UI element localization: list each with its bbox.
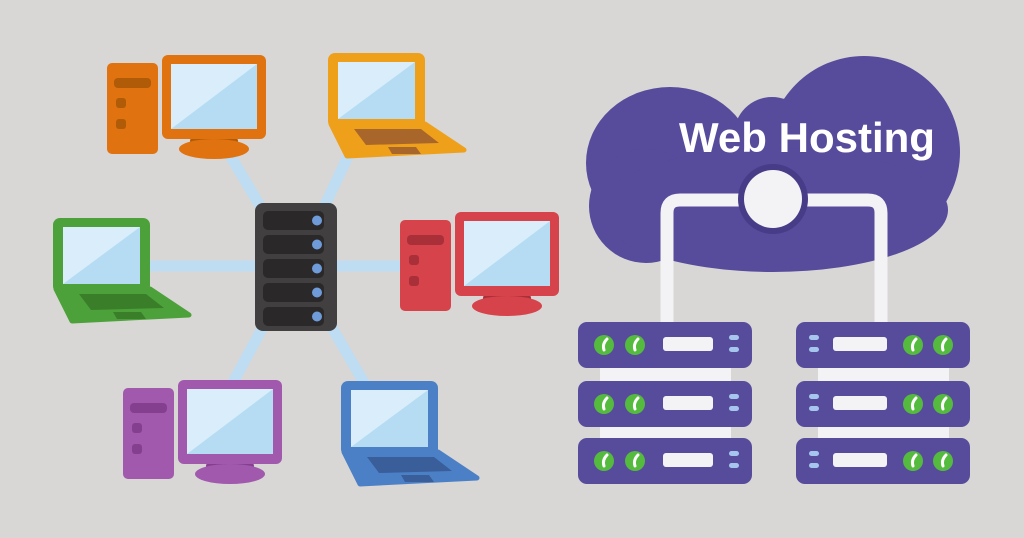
- server-rack-left: [578, 322, 752, 484]
- rack-server-bays: [263, 211, 324, 326]
- server-unit: [796, 381, 970, 427]
- bay-led: [312, 215, 322, 226]
- laptop-blue: [341, 381, 477, 484]
- web-hosting-diagram: Web Hosting: [578, 56, 970, 484]
- server-bay: [263, 235, 324, 254]
- rack-spacer: [600, 427, 731, 439]
- bay-led: [312, 287, 322, 298]
- bay-led: [312, 311, 322, 322]
- rack-spacer: [600, 368, 731, 381]
- cloud-title: Web Hosting: [679, 114, 935, 161]
- server-unit: [578, 438, 752, 484]
- server-unit: [796, 322, 970, 368]
- server-rack-right: [796, 322, 970, 484]
- desktop-pc-orange: [107, 55, 266, 159]
- bay-led: [312, 239, 322, 250]
- server-bay: [263, 259, 324, 278]
- server-unit: [578, 381, 752, 427]
- server-bay: [263, 307, 324, 326]
- central-rack-server: [255, 203, 337, 331]
- rack-spacer: [818, 368, 949, 381]
- connector-node: [744, 170, 802, 228]
- rack-spacer: [818, 427, 949, 439]
- server-unit: [796, 438, 970, 484]
- network-diagram: [53, 53, 559, 484]
- server-bay: [263, 283, 324, 302]
- bay-led: [312, 263, 322, 274]
- laptop-yellow: [328, 53, 464, 156]
- server-unit: [578, 322, 752, 368]
- server-bay: [263, 211, 324, 230]
- desktop-pc-purple: [123, 380, 282, 484]
- desktop-pc-red: [400, 212, 559, 316]
